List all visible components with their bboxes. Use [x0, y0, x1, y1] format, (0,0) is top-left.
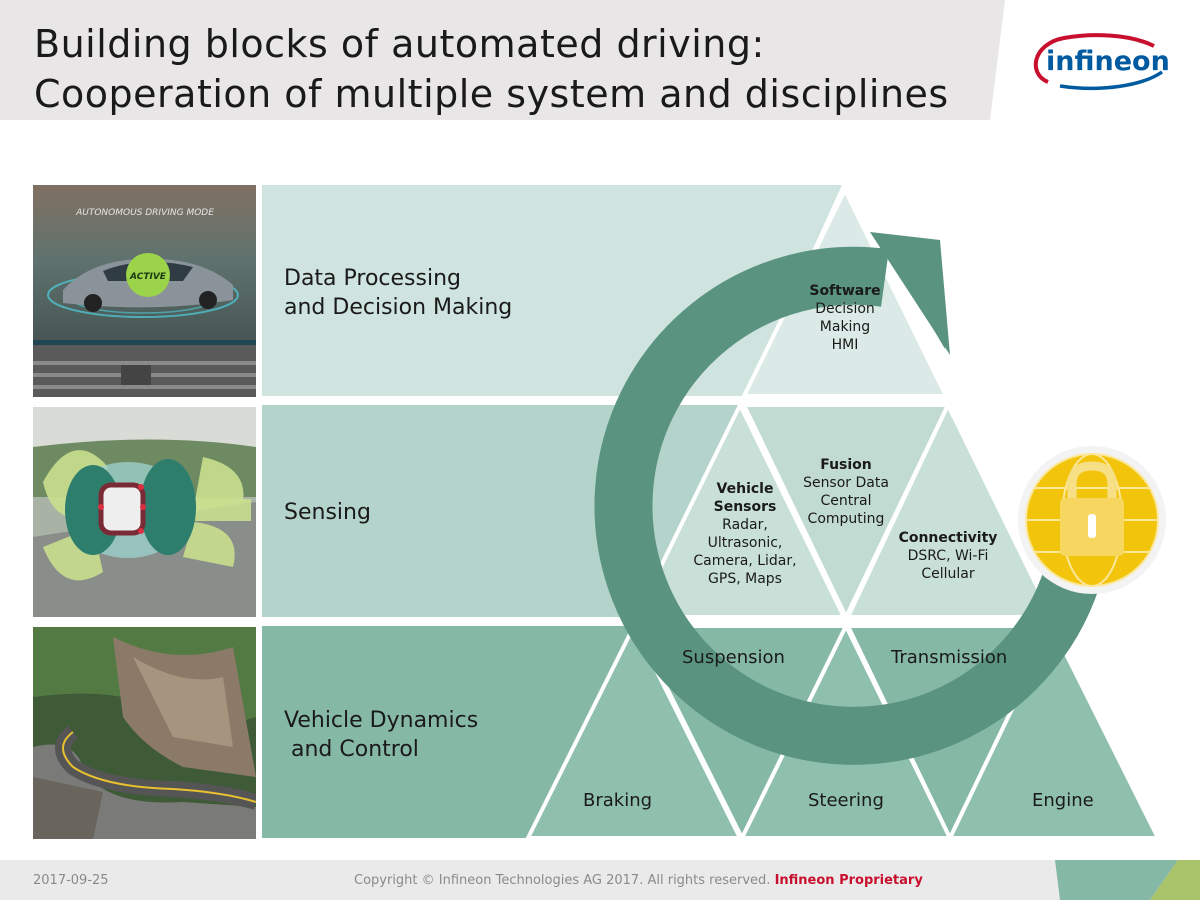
triangle-vehicle-sensors	[632, 400, 848, 619]
vehicle-sensors-title1: Vehicle	[716, 481, 774, 497]
footer-copyright-text: Copyright © Infineon Technologies AG 201…	[354, 873, 771, 888]
slide-title-line1: Building blocks of automated driving:	[34, 22, 765, 66]
thumb-autonomous-mode: ACTIVE AUTONOMOUS DRIVING MODE	[33, 185, 256, 397]
fusion-line3: Computing	[807, 511, 885, 527]
slide-title-line2: Cooperation of multiple system and disci…	[34, 72, 949, 116]
header-band	[0, 0, 1005, 120]
footer-proprietary: Infineon Proprietary	[774, 873, 923, 888]
infineon-logo: infineon	[1033, 33, 1170, 91]
label-steering: Steering	[808, 790, 884, 811]
label-suspension: Suspension	[682, 647, 785, 668]
footer-date: 2017-09-25	[33, 873, 109, 888]
fusion-text: Fusion Sensor Data Central Computing	[786, 456, 906, 528]
cycle-arrow-icon	[594, 232, 1113, 765]
vehicle-sensors-title2: Sensors	[713, 499, 777, 515]
connectivity-line1: DSRC, Wi-Fi	[907, 548, 989, 564]
svg-text:infineon: infineon	[1046, 46, 1170, 77]
vehicle-sensors-line4: GPS, Maps	[708, 571, 782, 587]
thumb-winding-road	[33, 627, 256, 839]
thumb-sensing	[33, 407, 256, 617]
triangle-engine	[946, 621, 1162, 840]
fusion-line2: Central	[820, 493, 872, 509]
footer-band	[0, 860, 1200, 900]
vehicle-sensors-line2: Ultrasonic,	[707, 535, 783, 551]
fusion-title: Fusion	[820, 457, 872, 473]
software-line2: Making	[819, 319, 871, 335]
row-label-processing: Data Processing and Decision Making	[284, 266, 513, 320]
triangle-connectivity	[844, 400, 1056, 619]
connectivity-title: Connectivity	[898, 530, 998, 546]
vehicle-sensors-text: Vehicle Sensors Radar, Ultrasonic, Camer…	[680, 480, 810, 588]
svg-text:ACTIVE: ACTIVE	[129, 272, 167, 282]
row-label-sensing: Sensing	[284, 500, 371, 525]
software-line1: Decision	[815, 301, 875, 317]
software-text: Software Decision Making HMI	[785, 282, 905, 354]
connectivity-line2: Cellular	[921, 566, 975, 582]
label-braking: Braking	[583, 790, 653, 811]
row-label-dynamics: Vehicle Dynamics and Control	[284, 708, 479, 762]
software-title: Software	[809, 283, 881, 299]
fusion-line1: Sensor Data	[803, 475, 889, 491]
lock-icon	[1018, 446, 1166, 594]
software-line3: HMI	[831, 337, 859, 353]
vehicle-sensors-line1: Radar,	[722, 517, 768, 533]
label-engine: Engine	[1032, 790, 1094, 811]
footer-copyright: Copyright © Infineon Technologies AG 201…	[354, 873, 923, 888]
connectivity-text: Connectivity DSRC, Wi-Fi Cellular	[888, 529, 1008, 583]
vehicle-sensors-line3: Camera, Lidar,	[693, 553, 797, 569]
label-transmission: Transmission	[891, 647, 1008, 668]
svg-text:AUTONOMOUS DRIVING MODE: AUTONOMOUS DRIVING MODE	[75, 208, 214, 218]
